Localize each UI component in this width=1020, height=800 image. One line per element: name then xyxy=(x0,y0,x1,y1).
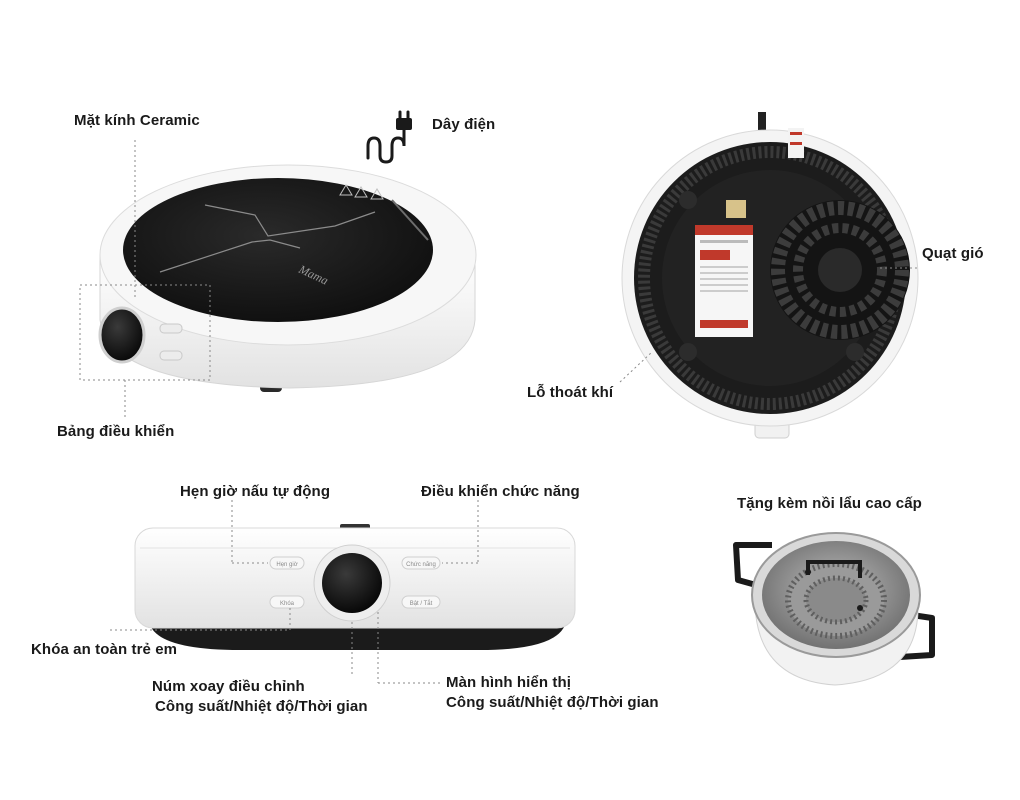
cooktop-front-view xyxy=(110,500,576,684)
hotpot xyxy=(733,532,935,686)
cooktop-top-view xyxy=(79,140,477,420)
label-bonus-pot: Tặng kèm nồi lẩu cao cấp xyxy=(737,495,922,512)
control-knob xyxy=(98,306,146,364)
power-plug-icon xyxy=(366,110,412,164)
label-air-vent: Lỗ thoát khí xyxy=(527,384,614,401)
label-auto-timer: Hẹn giờ nấu tự động xyxy=(180,483,331,500)
front-button-function: Chức năng xyxy=(406,562,436,568)
label-display-line2: Công suất/Nhiệt độ/Thời gian xyxy=(446,694,659,711)
front-button-onoff: Bật / Tắt xyxy=(410,600,433,607)
label-knob-line1: Núm xoay điều chỉnh xyxy=(152,678,305,695)
cooktop-bottom-view xyxy=(619,112,919,439)
label-function-control: Điều khiển chức năng xyxy=(421,483,580,500)
label-display: Màn hình hiển thị Công suất/Nhiệt độ/Thờ… xyxy=(446,673,659,713)
front-control-knob xyxy=(322,553,382,613)
label-control-panel: Bảng điều khiển xyxy=(57,423,175,440)
label-knob-line2: Công suất/Nhiệt độ/Thời gian xyxy=(155,698,368,715)
label-child-lock: Khóa an toàn trẻ em xyxy=(31,641,178,658)
label-power-cord: Dây điện xyxy=(432,116,496,133)
front-button-lock: Khóa xyxy=(280,601,295,607)
label-glass-top: Mặt kính Ceramic xyxy=(74,112,200,129)
label-cooling-fan: Quạt gió xyxy=(922,245,984,262)
ceramic-glass-top xyxy=(123,178,433,322)
front-button-timer: Hẹn giờ xyxy=(276,562,297,568)
control-panel-box xyxy=(79,284,211,381)
label-knob: Núm xoay điều chỉnh Công suất/Nhiệt độ/T… xyxy=(152,677,368,717)
label-display-line1: Màn hình hiển thị xyxy=(446,674,572,691)
